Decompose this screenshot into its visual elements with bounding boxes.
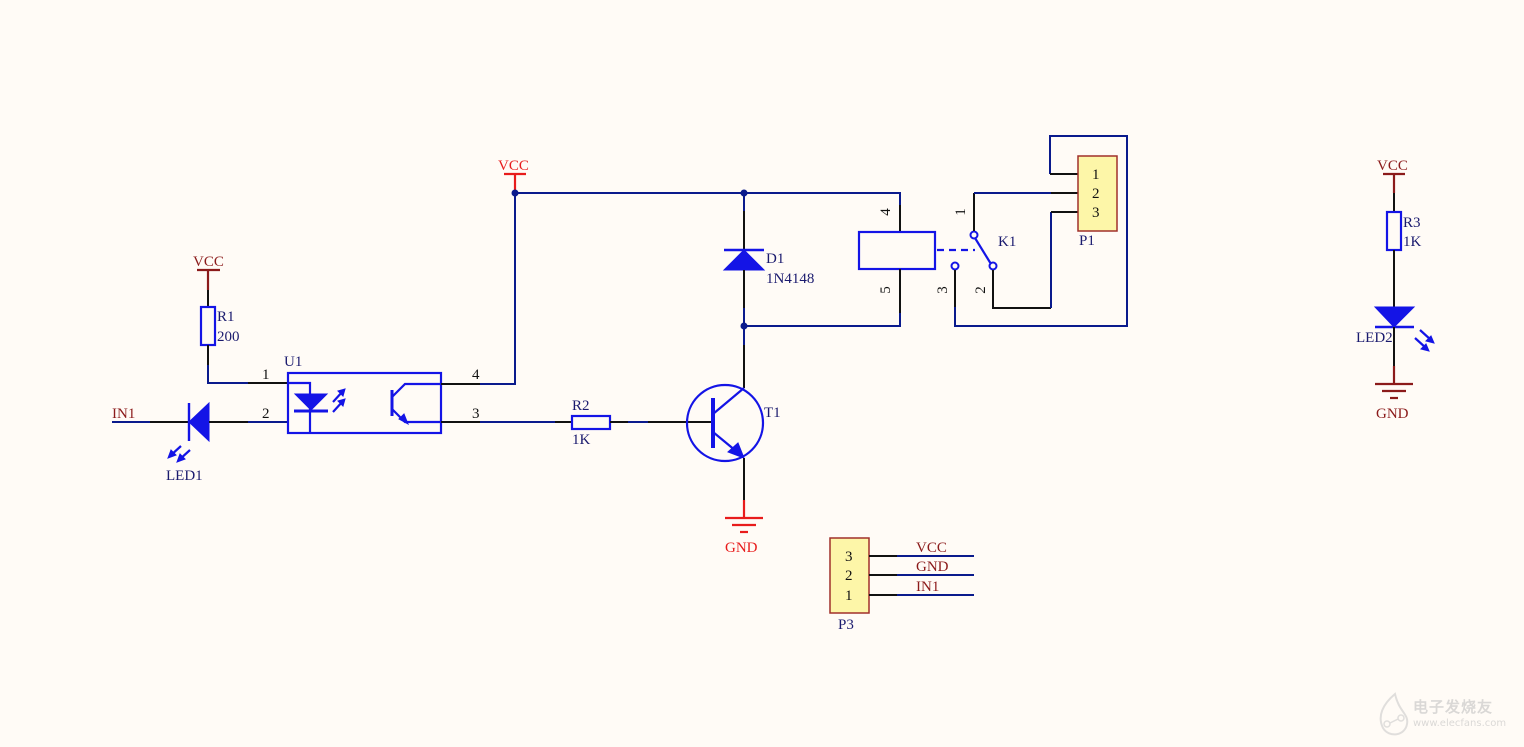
k1-contact-pin2 — [992, 270, 1051, 309]
transistor-t1[interactable] — [685, 383, 765, 463]
p1-ref: P1 — [1079, 233, 1095, 249]
watermark-url: www.elecfans.com — [1413, 718, 1507, 729]
gnd-symbol-main: GND — [725, 500, 763, 556]
vcc-symbol-r3: VCC — [1377, 158, 1408, 193]
p3-net-gnd: GND — [916, 559, 949, 575]
p3-net-vcc: VCC — [916, 540, 947, 556]
wire-u1-vcc — [480, 193, 516, 385]
watermark-title: 电子发烧友 — [1413, 698, 1494, 716]
u1-pin4-num: 4 — [472, 367, 480, 383]
gnd-label: GND — [1376, 406, 1409, 422]
watermark-logo-icon — [1379, 692, 1409, 736]
wire-coil-bottom — [744, 313, 901, 327]
wire-r1-u1 — [207, 365, 248, 384]
vcc-label: VCC — [498, 158, 529, 174]
vcc-label: VCC — [193, 254, 224, 270]
r1-ref: R1 — [217, 309, 235, 325]
u1-pin1-num: 1 — [262, 367, 270, 383]
in1-net-label: IN1 — [112, 406, 135, 422]
diode-d1[interactable] — [722, 248, 766, 271]
r3-ref: R3 — [1403, 215, 1421, 231]
connector-p1[interactable] — [1077, 155, 1118, 232]
p3-ref: P3 — [838, 617, 854, 633]
r2-value: 1K — [572, 432, 591, 448]
optocoupler-u1[interactable] — [286, 371, 443, 435]
k1-contact-pin3-num: 3 — [935, 286, 951, 294]
k1-contact-pin2-num: 2 — [973, 286, 989, 294]
vcc-symbol-main: VCC — [498, 158, 529, 193]
led1-ref: LED1 — [166, 468, 203, 484]
d1-ref: D1 — [766, 251, 784, 267]
resistor-r3[interactable] — [1385, 210, 1403, 252]
gnd-label: GND — [725, 540, 758, 556]
k1-ref: K1 — [998, 234, 1016, 250]
relay-contact-k1[interactable] — [950, 230, 998, 271]
vcc-symbol-r1: VCC — [193, 254, 224, 290]
r1-value: 200 — [217, 329, 240, 345]
gnd-symbol-r3: GND — [1375, 366, 1413, 422]
resistor-r2[interactable] — [570, 414, 612, 431]
p1-pin3-num: 3 — [1092, 205, 1100, 221]
p3-pin2-num: 2 — [845, 568, 853, 584]
led2-ref: LED2 — [1356, 330, 1393, 346]
u1-pin2-num: 2 — [262, 406, 270, 422]
relay-coil-k1[interactable] — [857, 230, 937, 271]
p3-pin1-num: 1 — [845, 588, 853, 604]
r3-value: 1K — [1403, 234, 1422, 250]
d1-value: 1N4148 — [766, 271, 814, 287]
p1-pin1-num: 1 — [1092, 167, 1100, 183]
t1-ref: T1 — [764, 405, 781, 421]
watermark: 电子发烧友 www.elecfans.com — [1375, 690, 1520, 742]
resistor-r1[interactable] — [199, 305, 217, 347]
led1[interactable] — [167, 401, 210, 463]
p3-pin3-num: 3 — [845, 549, 853, 565]
wire-k1-p1-1 — [954, 135, 1128, 327]
vcc-label: VCC — [1377, 158, 1408, 174]
connector-p3[interactable] — [829, 537, 870, 614]
k1-pin4-num: 4 — [878, 208, 894, 216]
p3-net-in1: IN1 — [916, 579, 939, 595]
u1-ref: U1 — [284, 354, 302, 370]
wire-vcc-rail — [515, 192, 901, 205]
r2-ref: R2 — [572, 398, 590, 414]
u1-pin3-num: 3 — [472, 406, 480, 422]
p1-pin2-num: 2 — [1092, 186, 1100, 202]
k1-pin5-num: 5 — [878, 286, 894, 294]
k1-contact-pin1-num: 1 — [953, 208, 969, 216]
